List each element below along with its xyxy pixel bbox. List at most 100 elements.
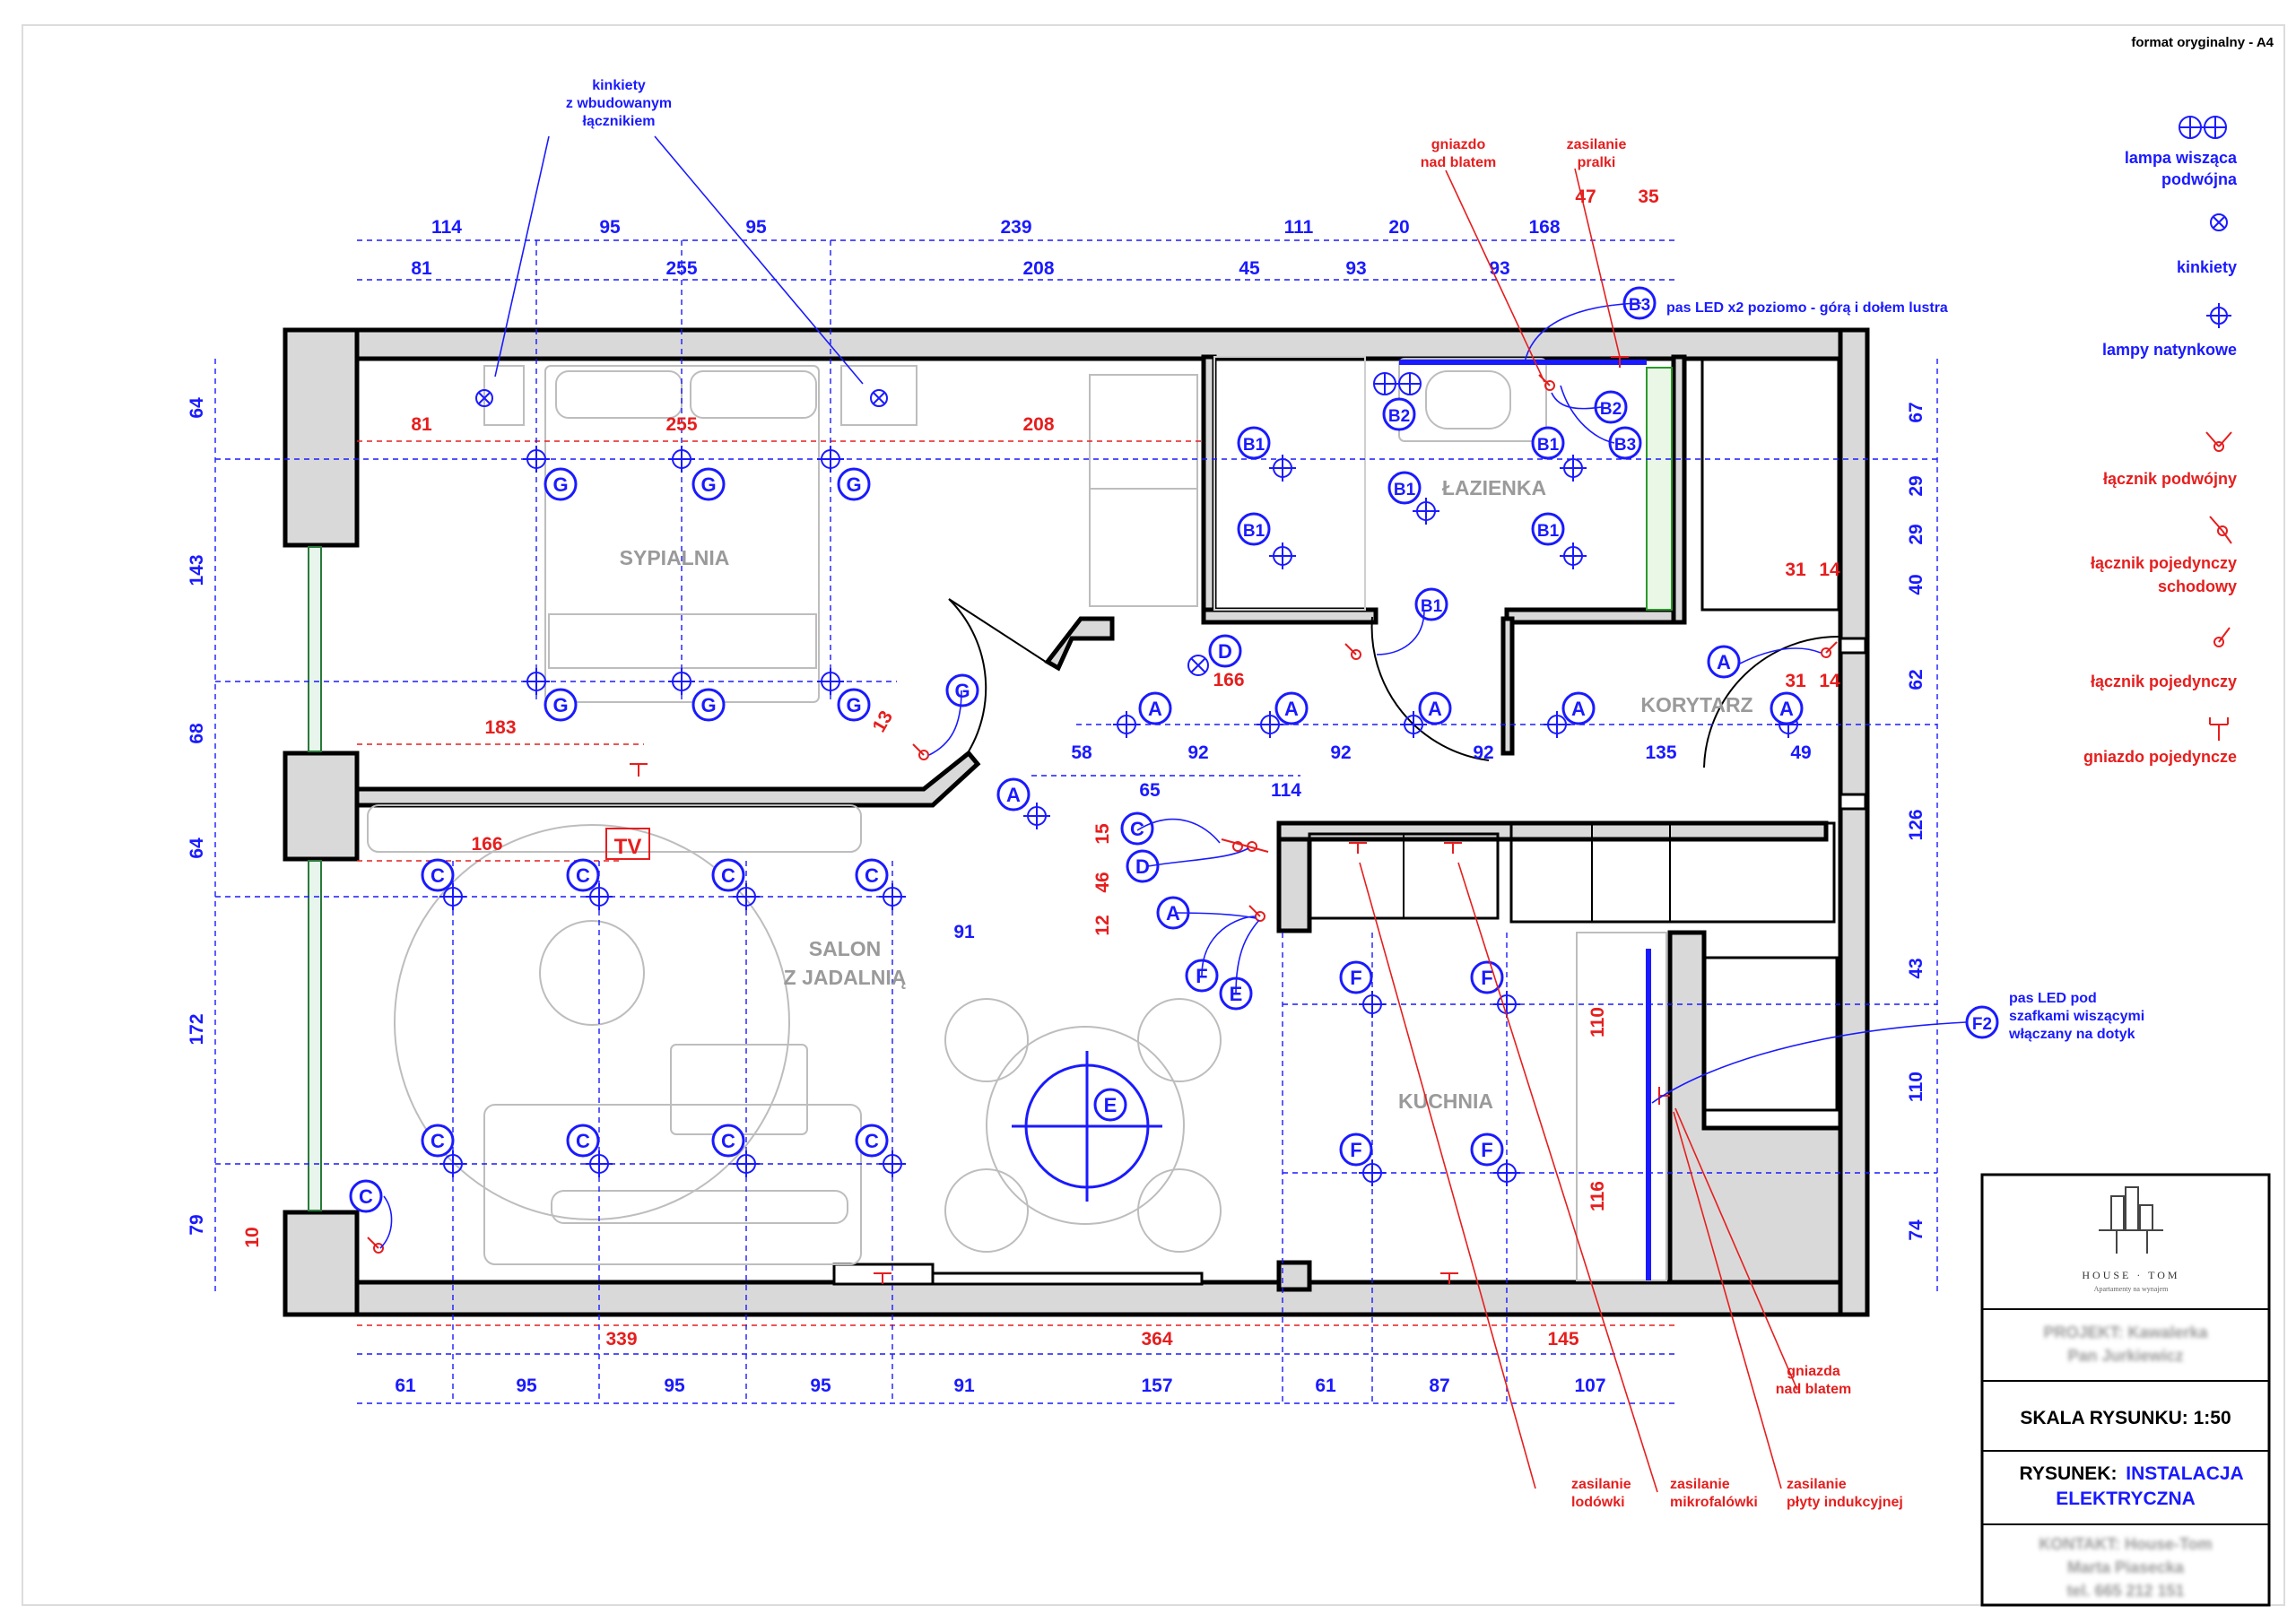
wardrobe: [1089, 374, 1198, 607]
ceiling-lamp-icon: [668, 668, 695, 695]
wall-hall-stub: [1500, 616, 1515, 756]
dim-in-red-5: 166: [471, 834, 502, 855]
circuit-label-b2: B2: [1594, 390, 1628, 424]
sofa: [483, 1104, 862, 1265]
legend-staircase-switch-icon: [2209, 516, 2232, 544]
kitchen-upper-right: [1509, 821, 1836, 924]
circuit-label-a: A: [1274, 691, 1309, 725]
circuit-label-c: C: [349, 1179, 383, 1213]
dim-in-red-16: 116: [1587, 1181, 1608, 1211]
svg-text:A: A: [1284, 698, 1299, 720]
legend: lampa wisząca podwójna kinkiety lampy na…: [2083, 116, 2238, 766]
svg-text:C: C: [865, 864, 879, 887]
dim-in-red-2: 255: [665, 414, 697, 435]
dim-in-red-1: 81: [411, 414, 432, 435]
chair-2: [1137, 998, 1222, 1082]
door-entrance: [1703, 635, 1841, 768]
dim-right-9: 74: [1906, 1219, 1926, 1241]
ceiling-lamp-icon: [1560, 455, 1587, 482]
dim-right-6: 126: [1906, 809, 1926, 840]
dim-in-red-4: 183: [484, 717, 516, 738]
dim-in-red-3: 208: [1022, 414, 1054, 435]
wall-kitchen-col-bot: [1276, 1260, 1312, 1292]
rug: [394, 824, 790, 1220]
circuit-label-c: C: [855, 858, 889, 892]
note-plyta-1: zasilanie: [1787, 1477, 1847, 1492]
wall-kitchen-top: [1276, 820, 1829, 842]
legend-double-switch: łącznik podwójny: [2103, 470, 2237, 488]
drawing-label: RYSUNEK:: [2020, 1463, 2118, 1484]
svg-text:G: G: [846, 694, 861, 716]
dim-in-blue-8: 114: [1271, 780, 1301, 801]
svg-text:C: C: [359, 1185, 373, 1208]
note-lodowka-2: lodówki: [1571, 1495, 1625, 1510]
wall-bath-bottom-2: [1504, 607, 1680, 625]
contact-line-1: KONTAKT: House-Tom: [2039, 1535, 2212, 1553]
dim-right-5: 62: [1906, 669, 1926, 690]
svg-text:G: G: [954, 680, 970, 702]
switch-c-icon: [367, 1237, 384, 1254]
dim-top2-1: 81: [411, 258, 432, 279]
ceiling-lamp-icon: [523, 446, 550, 473]
circuit-label-c: C: [566, 1124, 600, 1158]
ceiling-lamp-icon: [668, 446, 695, 473]
legend-sconce-icon: [2210, 213, 2228, 231]
dim-top2-5: 93: [1345, 258, 1366, 279]
wall-bath-bottom-1: [1201, 607, 1378, 625]
window-left-1: [308, 546, 322, 752]
dim-bottom-4: 95: [810, 1376, 831, 1396]
note-gniazdo-top-1: gniazdo: [1431, 137, 1486, 152]
circuit-label-g: G: [691, 467, 726, 501]
note-led-szafki-2: szafkami wiszącymi: [2009, 1009, 2144, 1024]
svg-text:F: F: [1350, 967, 1361, 989]
dim-right-7: 43: [1906, 958, 1926, 978]
circuit-label-b2: B2: [1382, 397, 1416, 431]
dim-bottom-8: 87: [1429, 1376, 1449, 1396]
wall-right: [1838, 327, 1870, 1317]
door-bedroom: [948, 598, 987, 752]
dim-left-6: 79: [187, 1214, 207, 1235]
wall-left-1: [283, 327, 360, 548]
svg-text:B1: B1: [1394, 481, 1416, 499]
legend-surface-lamp-icon: [2206, 303, 2231, 328]
dim-in-red-7: 166: [1213, 670, 1244, 690]
sconce-left-icon: [475, 389, 493, 407]
legend-pendant-2: podwójna: [2161, 170, 2238, 188]
circuit-label-g: G: [945, 673, 979, 707]
dim-in-red-13: 46: [1092, 872, 1113, 892]
sconce-right-icon: [870, 389, 888, 407]
svg-text:D: D: [1218, 640, 1232, 663]
wall-left-3: [283, 1210, 360, 1317]
dim-right-2: 29: [1906, 475, 1926, 496]
circuit-label-a: A: [1707, 645, 1741, 679]
svg-text:F: F: [1481, 967, 1492, 989]
svg-text:C: C: [576, 864, 590, 887]
svg-text:G: G: [700, 694, 716, 716]
circuit-label-c: C: [711, 858, 745, 892]
dim-left-2: 143: [187, 554, 207, 586]
switches-and-sockets: [367, 356, 1838, 1284]
walls: [283, 327, 1870, 1317]
svg-text:F: F: [1481, 1139, 1492, 1161]
legend-double-switch-icon: [2205, 431, 2232, 452]
circuit-label-b1: B1: [1237, 512, 1271, 546]
legend-double-pendant-icon: [2179, 116, 2227, 139]
note-pralka-1: zasilanie: [1567, 137, 1627, 152]
dim-top1-2: 95: [599, 217, 621, 238]
svg-text:F: F: [1350, 1139, 1361, 1161]
circuit-label-a: A: [1770, 691, 1804, 725]
page-frame: [22, 24, 2285, 1606]
dim-in-blue-6: 49: [1790, 742, 1811, 763]
tv-cabinet: [367, 804, 862, 853]
switch-b1-icon: [1344, 643, 1361, 660]
dim-top1-5: 111: [1284, 217, 1314, 238]
circuit-label-g: G: [544, 467, 578, 501]
logo-sub: Apartamenty na wynajem: [2094, 1285, 2169, 1293]
hall-wardrobe: [1700, 357, 1840, 612]
note-kinkiety-1: kinkiety: [592, 78, 646, 93]
svg-text:B2: B2: [1600, 400, 1622, 419]
dim-in-blue-3: 92: [1330, 742, 1351, 763]
note-gniazdo-top-2: nad blatem: [1421, 155, 1496, 170]
contact-blurred: KONTAKT: House-Tom Marta Piasecka tel. 6…: [2039, 1535, 2212, 1600]
circuit-label-f: F: [1339, 1133, 1373, 1167]
